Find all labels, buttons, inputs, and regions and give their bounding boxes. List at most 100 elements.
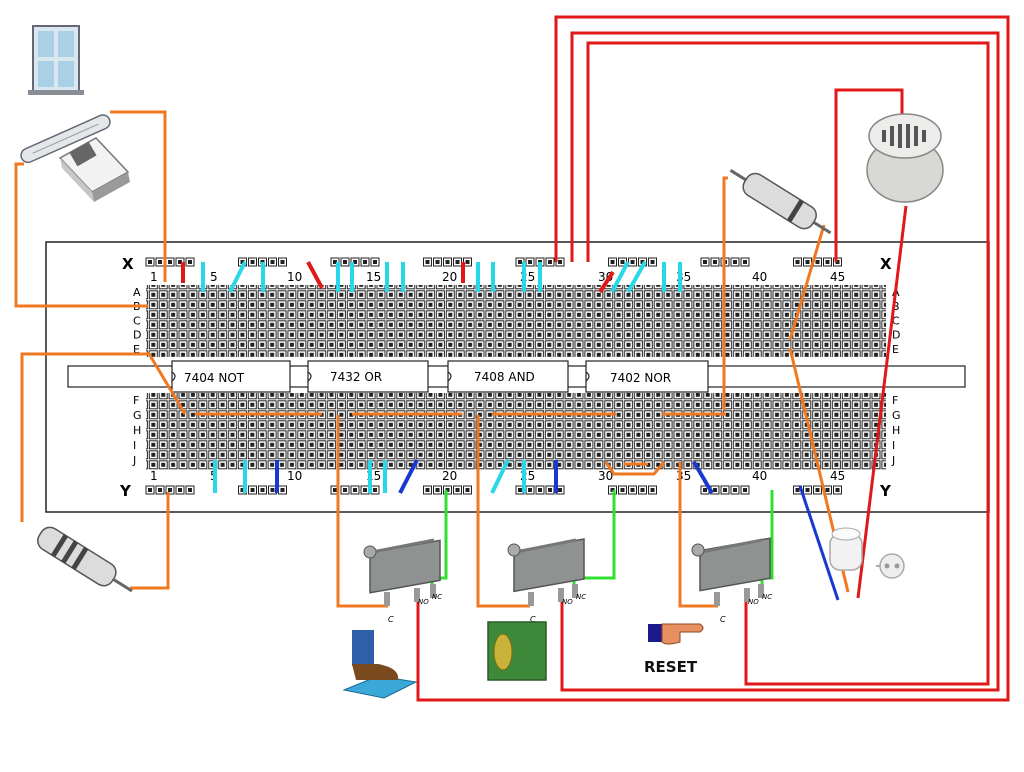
rail-hole-dot (188, 260, 192, 264)
column-number: 30 (598, 469, 613, 483)
rail-hole-dot (548, 260, 552, 264)
rail-hole-dot (703, 260, 707, 264)
rail-hole-dot (805, 488, 810, 492)
rail-hole-dot (455, 488, 460, 492)
rail-hole-dot (825, 260, 830, 264)
rail-hole-dot (465, 488, 470, 492)
rail-label-x-left: X (122, 255, 134, 273)
rail-hole-dot (713, 260, 717, 264)
row-letter: I (892, 439, 895, 452)
switch1-nc-red-wire (416, 15, 1010, 702)
rail-hole-dot (353, 488, 357, 492)
rail-hole-dot (435, 488, 440, 492)
switch-label-no: NO (562, 598, 573, 606)
switch-label-nc: NC (576, 593, 586, 601)
top-power-rail (145, 257, 842, 267)
rail-hole-dot (743, 488, 747, 492)
rail-hole-dot (250, 260, 255, 264)
rail-hole-dot (795, 488, 800, 492)
reed-switch-wire (14, 162, 148, 308)
buzzer-red-wire (834, 88, 904, 262)
buzzer-led-red-wire (856, 205, 908, 599)
rail-hole-dot (158, 260, 162, 264)
rail-hole-dot (703, 488, 707, 492)
orange-jumper (604, 461, 666, 476)
rail-hole-dot (815, 260, 820, 264)
row-letter: F (892, 394, 898, 407)
sensor-pad-icon (487, 621, 547, 681)
bottom-power-rail (145, 485, 842, 495)
row-letter: C (892, 314, 900, 327)
rail-hole-dot (240, 488, 245, 492)
rail-hole-dot (620, 260, 625, 264)
rail-hole-dot (455, 260, 460, 264)
rail-hole-dot (240, 260, 245, 264)
resistor-icon (729, 169, 832, 235)
microswitch-icon: C NO NC (507, 538, 586, 624)
column-number: 20 (442, 469, 457, 483)
row-letter: A (133, 286, 141, 299)
rail-label-x-right: X (880, 255, 892, 273)
column-number: 45 (830, 270, 845, 284)
rail-hole-dot (733, 260, 737, 264)
switch-label-c: C (388, 615, 394, 624)
rail-label-y-left: Y (119, 482, 132, 500)
rail-hole-dot (630, 488, 635, 492)
rail-hole-dot (650, 260, 655, 264)
switch-label-c: C (530, 615, 536, 624)
orange-jumper (146, 351, 187, 415)
row-letter: I (133, 439, 136, 452)
microswitch-icon: C NO NC (691, 537, 772, 624)
rail-hole-dot (250, 488, 255, 492)
window-icon (28, 25, 84, 95)
row-letter: J (891, 454, 895, 467)
column-number: 40 (752, 469, 767, 483)
rail-hole-dot (640, 488, 645, 492)
row-letter: F (133, 394, 139, 407)
column-number: 5 (210, 270, 218, 284)
magnet-icon (58, 137, 130, 202)
chip-7402-nor: 7402 NOR (585, 360, 709, 393)
rail-hole-dot (733, 488, 737, 492)
switch3-c-wire (678, 462, 718, 608)
rail-hole-dot (528, 260, 532, 264)
chip-label-7432: 7432 OR (330, 370, 382, 384)
chip-7408-and: 7408 AND (447, 360, 569, 393)
rail-hole-dot (713, 488, 717, 492)
led-blue-wire (798, 485, 840, 601)
cyan-jumper (228, 261, 247, 293)
row-letter: D (892, 329, 900, 342)
rail-hole-dot (620, 488, 625, 492)
column-number: 10 (287, 469, 302, 483)
cyan-jumper (490, 459, 510, 494)
row-letter: G (133, 409, 142, 422)
switch2-c-wire (476, 415, 530, 608)
column-number: 15 (366, 270, 381, 284)
row-letter: B (892, 300, 900, 313)
row-letter: C (133, 314, 141, 327)
row-letter: G (892, 409, 901, 422)
reset-label: RESET (644, 658, 698, 676)
column-number: 10 (287, 270, 302, 284)
reed-switch-wire (110, 110, 167, 282)
resistor2-wire (788, 224, 826, 341)
foot-on-mat-icon (342, 630, 418, 699)
rail-hole-dot (630, 260, 635, 264)
resistor-icon (37, 526, 133, 593)
row-letter: E (892, 343, 899, 356)
column-number: 40 (752, 270, 767, 284)
led-icon (829, 527, 905, 579)
switch3-nc-red-wire (586, 41, 990, 686)
rail-hole-dot (343, 488, 347, 492)
rail-hole-dot (373, 488, 377, 492)
chip-7404-not: 7404 NOT (171, 360, 291, 393)
rail-hole-dot (805, 260, 810, 264)
switch-label-no: NO (418, 598, 429, 606)
rail-hole-dot (425, 488, 430, 492)
rail-hole-dot (548, 488, 552, 492)
red-jumper (306, 261, 324, 289)
rail-hole-dot (260, 488, 265, 492)
rail-hole-dot (178, 488, 182, 492)
